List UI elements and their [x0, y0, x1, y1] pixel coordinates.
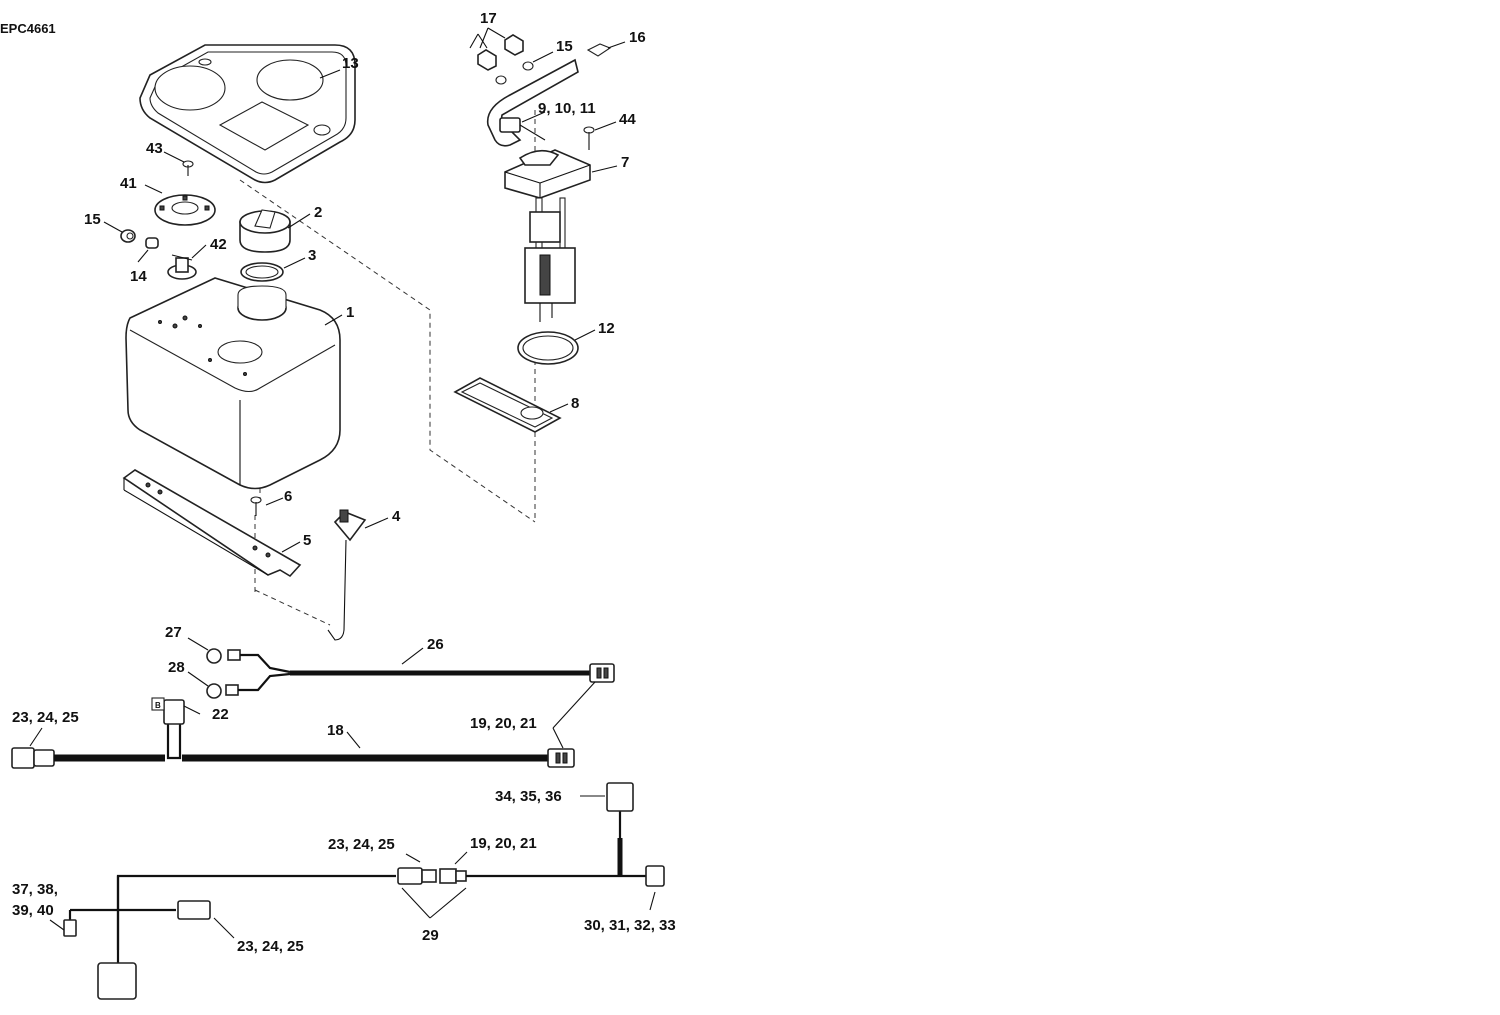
gasket-12-part	[517, 331, 579, 365]
svg-text:B: B	[155, 701, 161, 710]
callout-23-24-25-c: 23, 24, 25	[237, 938, 304, 955]
harness-26-part	[206, 648, 615, 699]
callout-16: 16	[629, 29, 646, 46]
callout-4: 4	[392, 508, 401, 525]
callout-15-left: 15	[84, 211, 101, 228]
callout-1: 1	[346, 304, 354, 321]
callout-42: 42	[210, 236, 227, 253]
callout-7: 7	[621, 154, 629, 171]
callout-44: 44	[619, 111, 636, 128]
tank-strap-part	[122, 469, 302, 578]
callout-18: 18	[327, 722, 344, 739]
grommet-15b-part	[522, 61, 534, 71]
fuel-pump-part	[504, 149, 591, 322]
screw-43-part	[182, 160, 194, 176]
callout-39-40: 39, 40	[12, 902, 54, 919]
callout-9-10-11: 9, 10, 11	[538, 100, 596, 117]
callout-12: 12	[598, 320, 615, 337]
bolt-6-part	[250, 496, 262, 516]
callout-14: 14	[130, 268, 147, 285]
clamp-16-part	[586, 43, 612, 57]
callout-27: 27	[165, 624, 182, 641]
callout-23-24-25-a: 23, 24, 25	[12, 709, 79, 726]
callout-13: 13	[342, 55, 359, 72]
callout-41: 41	[120, 175, 137, 192]
fuel-tank-part	[125, 277, 341, 490]
callout-23-24-25-b: 23, 24, 25	[328, 836, 395, 853]
callout-19-20-21-b: 19, 20, 21	[470, 835, 537, 852]
bushing-14-part	[145, 237, 159, 249]
callout-6: 6	[284, 488, 292, 505]
grommet-15-part	[120, 229, 136, 243]
callout-5: 5	[303, 532, 311, 549]
clip-17-part	[477, 34, 524, 85]
callout-8: 8	[571, 395, 579, 412]
callout-43: 43	[146, 140, 163, 157]
connector-9-part	[499, 117, 546, 141]
callout-26: 26	[427, 636, 444, 653]
harness-29-part	[63, 782, 665, 1000]
callout-19-20-21-a: 19, 20, 21	[470, 715, 537, 732]
harness-18-part: B	[11, 697, 575, 769]
callout-37-38: 37, 38,	[12, 881, 58, 898]
leader-lines	[29, 27, 656, 939]
filler-cap-part	[239, 209, 291, 253]
callout-22: 22	[212, 706, 229, 723]
callout-28: 28	[168, 659, 185, 676]
mounting-ring-part	[154, 194, 216, 226]
callout-29: 29	[422, 927, 439, 944]
callout-3: 3	[308, 247, 316, 264]
callout-30-31-32-33: 30, 31, 32, 33	[584, 917, 676, 934]
callout-2: 2	[314, 204, 322, 221]
tank-cover-part	[139, 44, 356, 184]
screw-44-part	[583, 126, 595, 150]
seal-ring-3-part	[240, 262, 284, 282]
callout-labels: 13 43 41 15 14 42 2 3 1 6 4 5 17 15 16 9…	[12, 10, 676, 955]
vent-fitting-part	[167, 254, 197, 280]
callout-15-top: 15	[556, 38, 573, 55]
callout-34-35-36: 34, 35, 36	[495, 788, 562, 805]
heat-shield-part	[453, 377, 562, 433]
diagram-ref-code: EPC4661	[0, 21, 56, 36]
fuel-sender-bracket-part	[327, 509, 367, 641]
callout-17: 17	[480, 10, 497, 27]
